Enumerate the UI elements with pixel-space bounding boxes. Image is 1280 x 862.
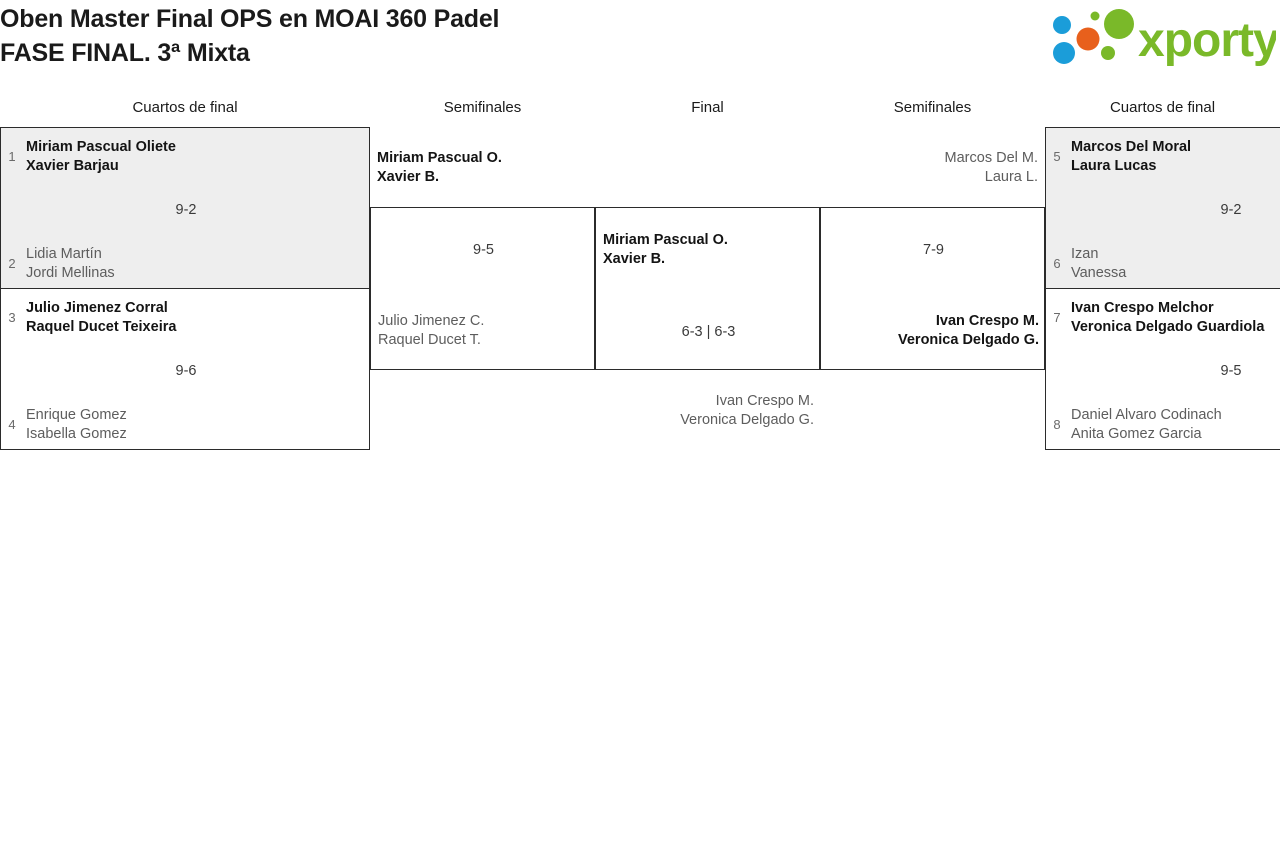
- match-box-qf4[interactable]: 7 Ivan Crespo Melchor Veronica Delgado G…: [1045, 288, 1280, 450]
- seed-number: 4: [8, 417, 16, 432]
- seed-number: 1: [8, 149, 16, 164]
- team-sf1-bottom: Julio Jimenez C. Raquel Ducet T.: [378, 313, 485, 348]
- team-sf2-top: Marcos Del M. Laura L.: [944, 150, 1038, 185]
- team-qf1-bottom: Lidia Martín Jordi Mellinas: [26, 246, 115, 281]
- match-box-qf3[interactable]: 5 Marcos Del Moral Laura Lucas 9-2 6 Iza…: [1045, 127, 1280, 289]
- team-qf2-bottom: Enrique Gomez Isabella Gomez: [26, 407, 127, 442]
- team-sf1-top: Miriam Pascual O. Xavier B.: [377, 150, 502, 185]
- seed-number: 5: [1053, 149, 1061, 164]
- seed-number: 7: [1053, 310, 1061, 325]
- score-final: 6-3 | 6-3: [681, 324, 736, 340]
- match-box-qf2[interactable]: 3 Julio Jimenez Corral Raquel Ducet Teix…: [0, 288, 370, 450]
- page-title-line-1: Oben Master Final OPS en MOAI 360 Padel: [0, 5, 500, 33]
- seed-number: 8: [1053, 417, 1061, 432]
- score-sf1: 9-5: [473, 242, 494, 258]
- column-header-semifinals-right: Semifinales: [893, 99, 972, 116]
- column-header-quarterfinals-right: Cuartos de final: [1109, 99, 1216, 116]
- match-box-final[interactable]: Miriam Pascual O. Xavier B. 6-3 | 6-3: [595, 207, 820, 370]
- xporty-logo[interactable]: xporty: [1046, 6, 1276, 68]
- column-header-semifinals-left: Semifinales: [443, 99, 522, 116]
- team-sf2-bottom: Ivan Crespo M. Veronica Delgado G.: [897, 313, 1039, 348]
- column-header-final: Final: [691, 99, 724, 116]
- team-qf3-top: Marcos Del Moral Laura Lucas: [1071, 139, 1192, 174]
- match-box-sf2[interactable]: 7-9 Ivan Crespo M. Veronica Delgado G.: [820, 207, 1045, 370]
- score-qf3: 9-2: [1220, 202, 1242, 218]
- team-qf4-bottom: Daniel Alvaro Codinach Anita Gomez Garci…: [1071, 407, 1222, 442]
- score-qf1: 9-2: [175, 202, 197, 218]
- svg-text:xporty: xporty: [1138, 14, 1276, 67]
- seed-number: 6: [1053, 256, 1061, 271]
- team-final-top: Miriam Pascual O. Xavier B.: [603, 232, 728, 267]
- score-qf2: 9-6: [175, 363, 197, 379]
- page-title: Oben Master Final OPS en MOAI 360 Padel …: [0, 2, 1000, 70]
- match-box-sf1[interactable]: 9-5 Julio Jimenez C. Raquel Ducet T.: [370, 207, 595, 370]
- team-final-bottom: Ivan Crespo M. Veronica Delgado G.: [680, 393, 814, 428]
- seed-number: 2: [8, 256, 16, 271]
- page-title-line-2: FASE FINAL. 3ª Mixta: [0, 39, 250, 67]
- team-qf4-top: Ivan Crespo Melchor Veronica Delgado Gua…: [1071, 300, 1265, 335]
- team-qf1-top: Miriam Pascual Oliete Xavier Barjau: [26, 139, 176, 174]
- team-qf2-top: Julio Jimenez Corral Raquel Ducet Teixei…: [26, 300, 177, 335]
- score-qf4: 9-5: [1220, 363, 1242, 379]
- seed-number: 3: [8, 310, 16, 325]
- team-qf3-bottom: Izan Vanessa: [1071, 246, 1127, 281]
- match-box-qf1[interactable]: 1 Miriam Pascual Oliete Xavier Barjau 9-…: [0, 127, 370, 289]
- column-header-quarterfinals-left: Cuartos de final: [132, 99, 238, 116]
- score-sf2: 7-9: [923, 242, 944, 258]
